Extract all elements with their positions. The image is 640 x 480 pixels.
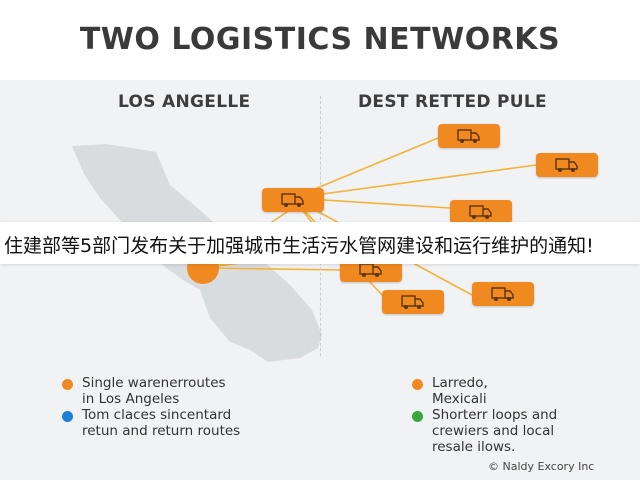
legend-text: Tom claces sincentard — [82, 407, 232, 423]
legend-dot-orange — [412, 379, 423, 390]
footer-credit: © Naldy Excory Inc — [488, 460, 595, 473]
legend-item: Single warenerroutes in Los Angeles — [82, 375, 226, 407]
news-banner[interactable]: 住建部等5部门发布关于加强城市生活污水管网建设和运行维护的通知! — [0, 222, 640, 264]
page-title: TWO LOGISTICS NETWORKS — [79, 22, 561, 57]
route-line — [292, 164, 537, 199]
legend-item: Larredo, Mexicali — [432, 375, 488, 407]
legend-item: Tom claces sincentard retun and return r… — [82, 407, 240, 439]
legend-text: resale ilows. — [432, 439, 516, 455]
route-line — [202, 267, 343, 271]
header: TWO LOGISTICS NETWORKS — [0, 0, 640, 80]
legend-text: Larredo, — [432, 375, 488, 391]
legend-text: in Los Angeles — [82, 391, 180, 407]
banner-text: 住建部等5部门发布关于加强城市生活污水管网建设和运行维护的通知! — [4, 235, 594, 257]
legend-text: Mexicali — [432, 391, 487, 407]
legend-dot-green — [412, 411, 423, 422]
truck-icon — [262, 188, 324, 212]
truck-icon — [536, 153, 598, 177]
legend-text: retun and return routes — [82, 423, 241, 439]
truck-icon — [438, 124, 500, 148]
legend-text: Single warenerroutes — [82, 375, 226, 391]
truck-icon — [450, 200, 512, 224]
legend-text: crewiers and local — [432, 423, 555, 439]
right-column-title: DEST RETTED PULE — [358, 92, 547, 112]
legend-item: Shorterr loops and crewiers and local re… — [432, 407, 557, 455]
truck-icon — [382, 290, 444, 314]
legend-dot-orange — [62, 379, 73, 390]
left-column-title: LOS ANGELLE — [118, 92, 251, 112]
legend-dot-blue — [62, 411, 73, 422]
legend-text: Shorterr loops and — [432, 407, 558, 423]
truck-icon — [472, 282, 534, 306]
